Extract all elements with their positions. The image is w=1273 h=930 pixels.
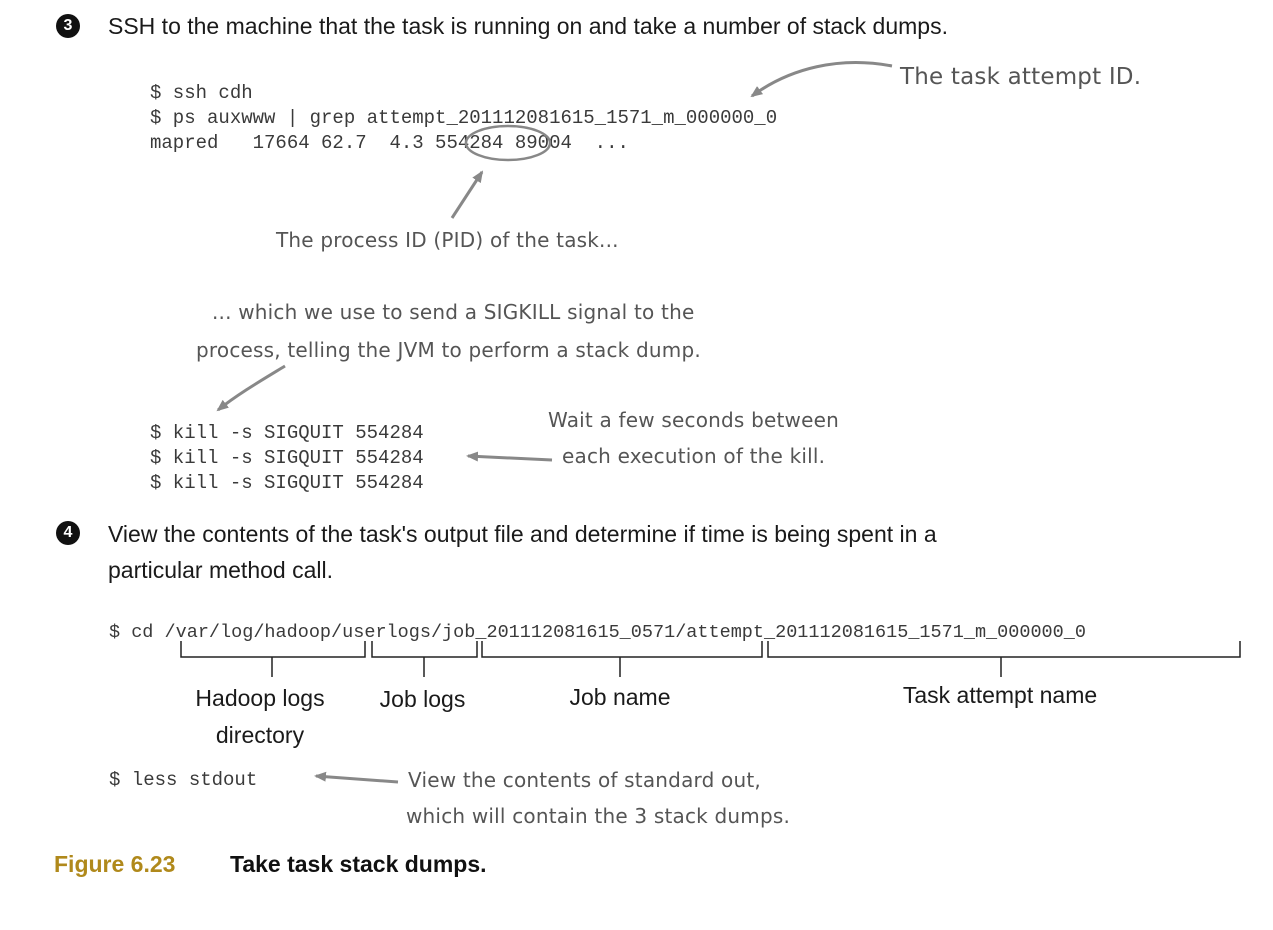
code-line-ps: $ ps auxwww | grep attempt_201112081615_…: [150, 107, 778, 129]
brace-hadoop-logs: [180, 641, 366, 677]
annotation-sigkill-line1: ... which we use to send a SIGKILL signa…: [212, 300, 695, 324]
brace-label-job-name: Job name: [569, 684, 671, 710]
code-line-cd: $ cd /var/log/hadoop/userlogs/job_201112…: [109, 622, 1086, 643]
arrow-stdout: [314, 771, 399, 784]
step-3-badge: 3: [56, 14, 80, 38]
arrow-pid: [450, 170, 484, 219]
code-line-kill-3: $ kill -s SIGQUIT 554284: [150, 472, 424, 494]
brace-task-attempt: [767, 641, 1241, 677]
annotation-stdout-line1: View the contents of standard out,: [408, 768, 761, 792]
brace-job-logs: [371, 641, 478, 677]
brace-label-hadoop-logs-line2: directory: [215, 722, 305, 748]
arrow-attempt-id: [750, 61, 893, 98]
path-braces: [180, 641, 1241, 677]
annotation-sigkill-line2: process, telling the JVM to perform a st…: [196, 338, 701, 362]
annotation-pid: The process ID (PID) of the task...: [276, 228, 619, 252]
annotation-wait-line2: each execution of the kill.: [562, 444, 826, 468]
code-line-less: $ less stdout: [109, 769, 258, 791]
code-line-ps-output: mapred 17664 62.7 4.3 554284 89004 ...: [150, 132, 629, 154]
figure-number: Figure 6.23: [54, 851, 176, 877]
annotation-wait-line1: Wait a few seconds between: [548, 408, 839, 432]
annotation-stdout-line2: which will contain the 3 stack dumps.: [406, 804, 791, 828]
arrow-wait: [466, 451, 553, 462]
code-line-ssh: $ ssh cdh: [150, 82, 253, 104]
figure-caption: Take task stack dumps.: [230, 851, 487, 877]
step-3-text: SSH to the machine that the task is runn…: [108, 13, 948, 39]
code-line-kill-2: $ kill -s SIGQUIT 554284: [150, 447, 424, 469]
annotation-attempt-id: The task attempt ID.: [900, 64, 1142, 90]
brace-label-task-attempt: Task attempt name: [902, 682, 1098, 708]
step-4-badge: 4: [56, 521, 80, 545]
arrow-sigkill: [216, 364, 286, 412]
brace-label-hadoop-logs-line1: Hadoop logs: [195, 685, 325, 711]
brace-job-name: [481, 641, 763, 677]
step-4-text-line1: View the contents of the task's output f…: [108, 521, 937, 547]
brace-label-job-logs: Job logs: [379, 686, 466, 712]
code-line-kill-1: $ kill -s SIGQUIT 554284: [150, 422, 424, 444]
pid-circle: [464, 124, 552, 162]
step-4-text-line2: particular method call.: [108, 557, 333, 583]
